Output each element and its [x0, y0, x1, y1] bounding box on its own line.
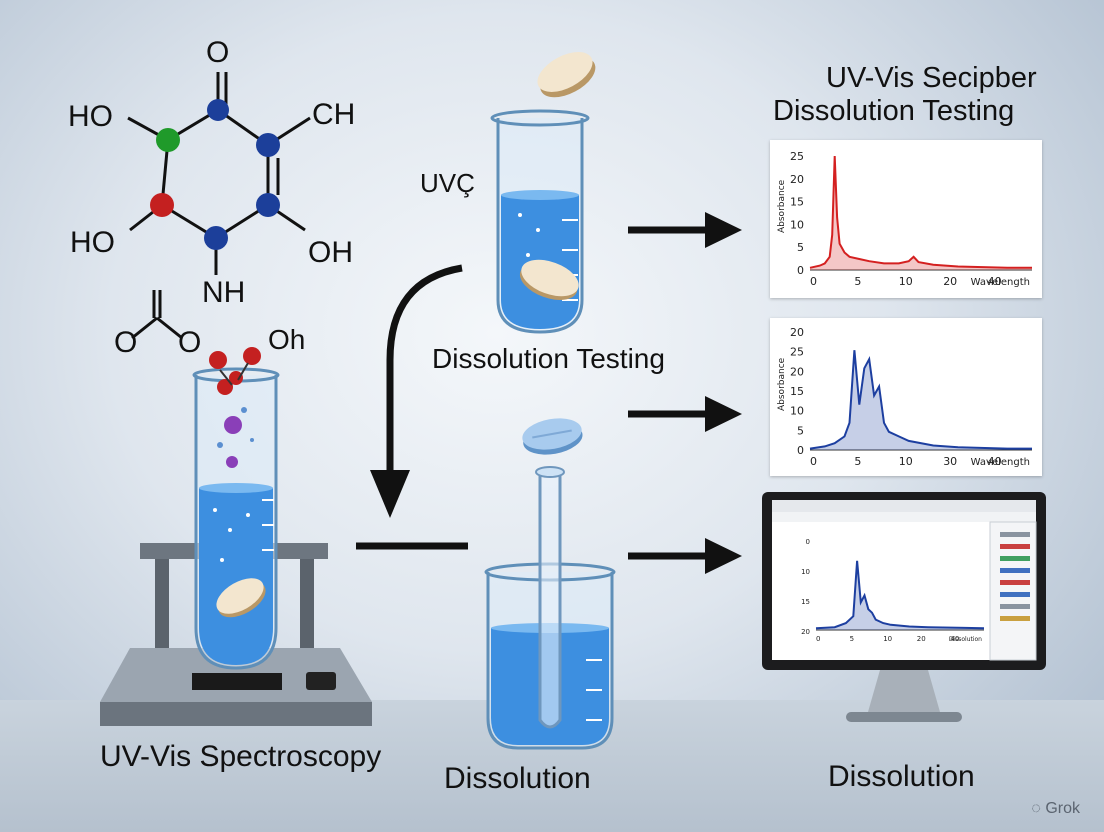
title-line-2: Dissolution Testing — [773, 95, 1015, 127]
y-tick-label: 10 — [801, 568, 810, 576]
spectrometer-stand — [100, 543, 372, 726]
x-tick-label: 0 — [810, 275, 817, 288]
dissolution-beaker — [484, 466, 616, 750]
x-tick-label: 5 — [854, 275, 861, 288]
series-line — [809, 155, 1032, 269]
series-area — [810, 350, 1032, 450]
y-tick-label: 25 — [790, 346, 804, 359]
left-test-tube — [192, 347, 280, 670]
x-axis-label: Wavelength — [971, 457, 1030, 468]
caption-dissolution-right: Dissolution — [828, 760, 975, 793]
molecule-oh-bottom: Oh — [268, 324, 306, 355]
x-tick-label: 40 — [988, 455, 1002, 468]
molecule-ho-lower: HO — [70, 226, 115, 259]
y-tick-label: 10 — [790, 405, 804, 418]
y-tick-label: 15 — [790, 385, 804, 398]
grok-watermark: ◌ Grok — [1031, 800, 1080, 817]
y-tick-label: 20 — [790, 326, 804, 339]
caption-uv-vis: UV-Vis Spectroscopy — [100, 740, 382, 773]
falling-tablet — [537, 52, 596, 98]
blue-tablet — [522, 418, 583, 455]
title-line-1: UV-Vis Secipber — [826, 62, 1037, 94]
y-axis-label: Absorbance — [777, 179, 787, 233]
x-tick-label: 40 — [988, 275, 1002, 288]
arrows — [356, 212, 742, 574]
caption-dissolution-center: Dissolution — [444, 762, 591, 795]
x-tick-label: 30 — [943, 455, 957, 468]
series-line — [809, 350, 1032, 450]
y-tick-label: 20 — [790, 173, 804, 186]
y-tick-label: 10 — [790, 218, 804, 231]
y-tick-label: 0 — [806, 538, 810, 546]
x-tick-label: 5 — [854, 455, 861, 468]
y-tick-label: 20 — [801, 628, 810, 636]
y-tick-label: 15 — [801, 598, 810, 606]
molecule-o-left: O — [114, 326, 138, 359]
x-axis-label: Wavelength — [971, 277, 1030, 288]
y-tick-label: 15 — [790, 196, 804, 209]
y-tick-label: 5 — [797, 241, 804, 254]
molecule-oh-right: OH — [308, 236, 353, 269]
x-tick-label: 0 — [810, 455, 817, 468]
x-axis-label: Dissolution — [949, 636, 982, 643]
computer-monitor — [762, 492, 1046, 722]
molecule-nh: NH — [202, 276, 246, 309]
y-tick-label: 5 — [797, 424, 804, 437]
x-tick-label: 10 — [899, 275, 913, 288]
y-tick-label: 0 — [797, 264, 804, 277]
y-tick-label: 25 — [790, 150, 804, 163]
molecule-atoms — [150, 99, 280, 250]
series-area — [810, 156, 1032, 270]
x-tick-label: 10 — [883, 635, 892, 643]
uvc-label: UVÇ — [420, 168, 475, 198]
molecule-ch: CH — [312, 98, 356, 131]
x-tick-label: 20 — [917, 635, 926, 643]
x-tick-label: 40 — [950, 635, 959, 643]
series-line — [815, 560, 985, 630]
y-tick-label: 20 — [790, 365, 804, 378]
molecule-o-right: O — [178, 326, 202, 359]
x-tick-label: 10 — [899, 455, 913, 468]
molecule-ho-left: HO — [68, 100, 113, 133]
y-tick-label: 0 — [797, 444, 804, 457]
x-tick-label: 0 — [816, 635, 820, 643]
caption-dissolution-testing: Dissolution Testing — [432, 343, 665, 374]
x-tick-label: 20 — [943, 275, 957, 288]
top-test-tube — [490, 109, 590, 334]
watermark-text: Grok — [1045, 800, 1080, 817]
molecule-o-top: O — [206, 36, 230, 69]
y-axis-label: Absorbance — [777, 357, 787, 411]
x-tick-label: 5 — [850, 635, 854, 643]
